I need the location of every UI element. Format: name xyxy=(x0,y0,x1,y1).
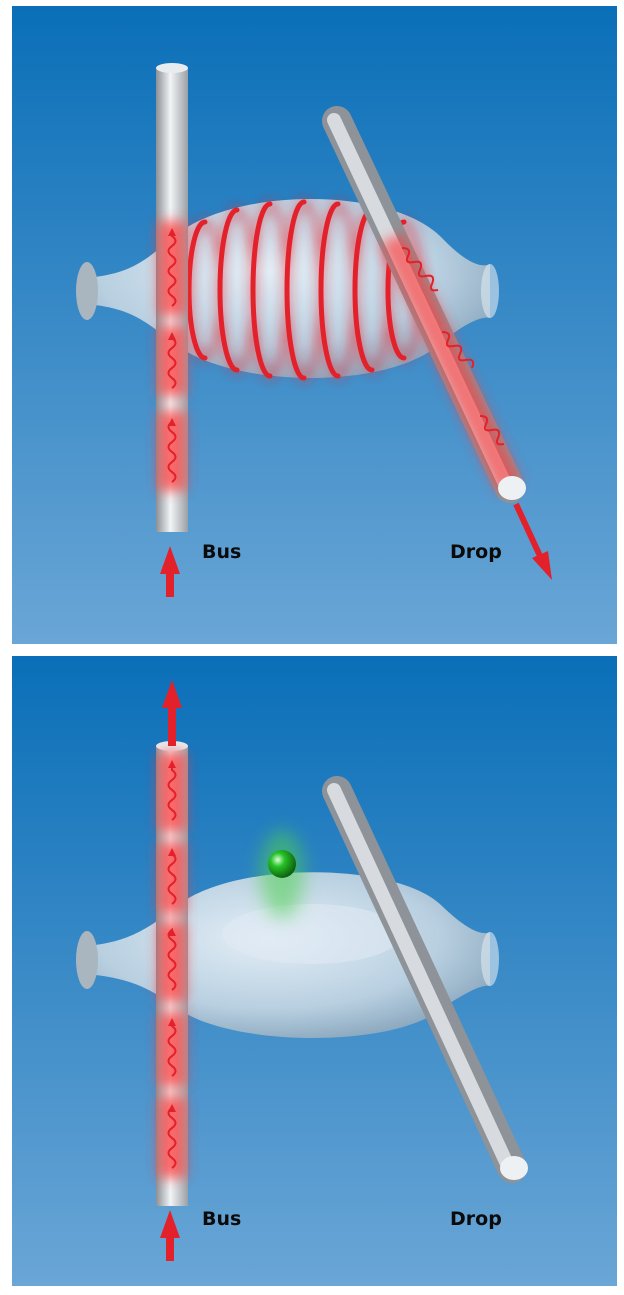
drop-label: Drop xyxy=(450,541,502,563)
bus-label: Bus xyxy=(202,1208,241,1230)
bus-fiber xyxy=(156,741,188,1206)
bus-fiber xyxy=(156,63,188,532)
bottom-diagram xyxy=(12,656,617,1286)
drop-label: Drop xyxy=(450,1208,502,1230)
bus-label: Bus xyxy=(202,541,241,563)
sphere-icon xyxy=(260,830,304,918)
top-panel: Bus Drop xyxy=(12,6,617,644)
top-diagram xyxy=(12,6,617,644)
bottom-panel: Bus Drop xyxy=(12,656,617,1286)
